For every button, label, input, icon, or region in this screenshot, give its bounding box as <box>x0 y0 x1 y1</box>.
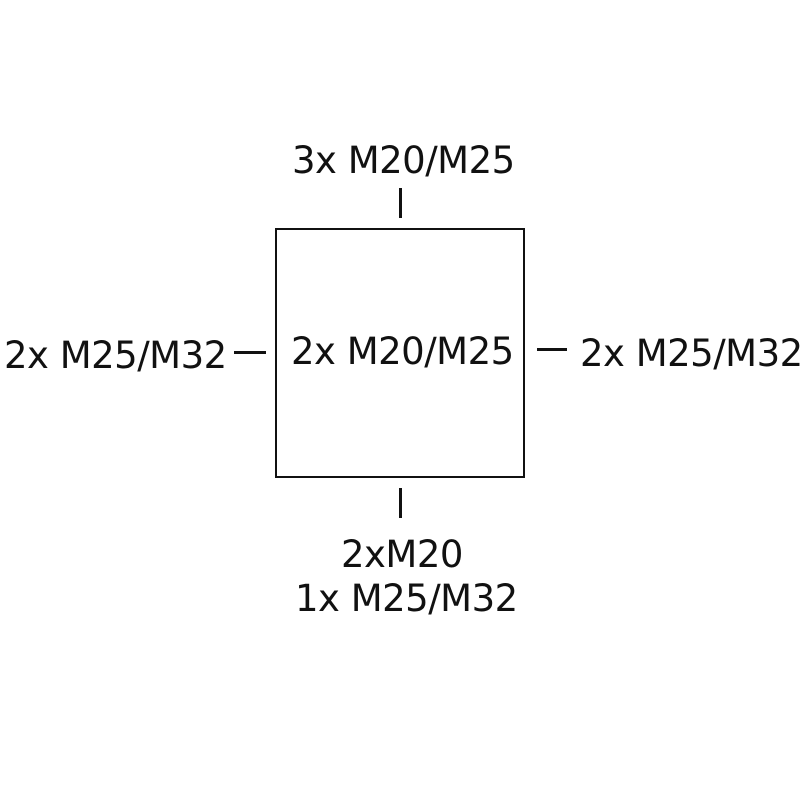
right-entry-tick <box>537 348 567 351</box>
left-entry-tick <box>234 351 266 354</box>
center-entry-label: 2x M20/M25 <box>291 330 514 373</box>
enclosure-outline <box>275 228 525 478</box>
right-entry-label: 2x M25/M32 <box>580 332 800 375</box>
bottom-entry-label-line1: 2xM20 <box>341 533 463 576</box>
left-entry-label: 2x M25/M32 <box>4 334 227 377</box>
bottom-entry-tick <box>399 488 402 518</box>
bottom-entry-label-line2: 1x M25/M32 <box>295 577 518 620</box>
top-entry-label: 3x M20/M25 <box>292 139 515 182</box>
top-entry-tick <box>399 188 402 218</box>
